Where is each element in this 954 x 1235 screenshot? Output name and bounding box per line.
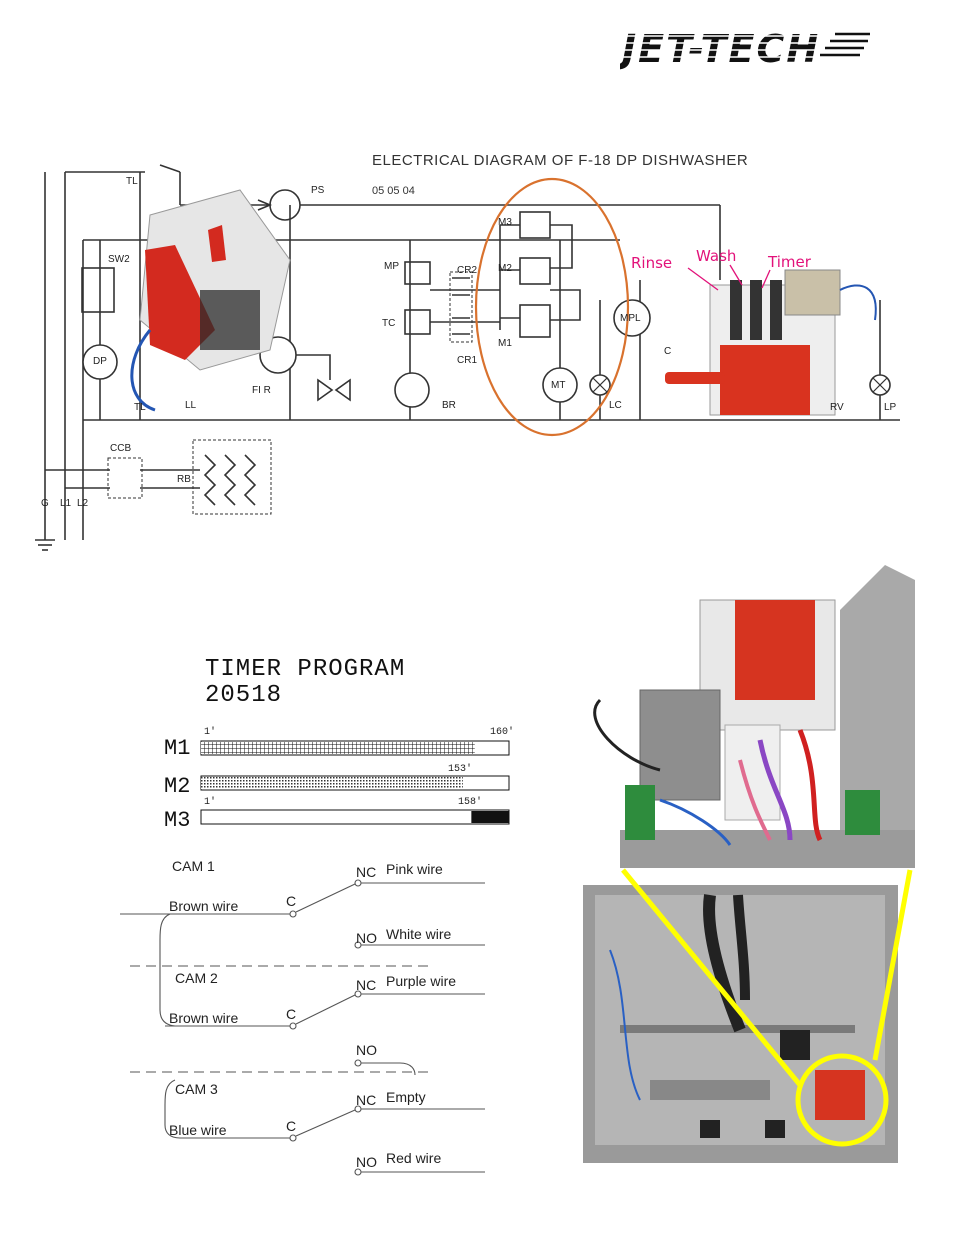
label-m1: M1 xyxy=(498,338,512,349)
label-lc: LC xyxy=(609,400,622,411)
label-l2: L2 xyxy=(77,498,89,509)
boiler-heater-symbol xyxy=(394,372,430,408)
label-tc: TC xyxy=(382,318,396,329)
label-sw2: SW2 xyxy=(108,254,130,265)
timer-row-m2-on-bar xyxy=(201,777,463,789)
label-br: BR xyxy=(442,400,456,411)
label-ll: LL xyxy=(185,400,197,411)
cam1-nc-wire: Pink wire xyxy=(386,861,443,877)
cam1-title: CAM 1 xyxy=(172,858,215,874)
label-mt: MT xyxy=(551,380,566,391)
label-cr1: CR1 xyxy=(457,355,478,366)
label-rv: RV xyxy=(830,402,844,413)
cam2-nc-wire: Purple wire xyxy=(386,973,457,989)
timer-row-m3-on-bar xyxy=(471,811,509,823)
logo-wordmark: JET-TECH xyxy=(620,27,820,71)
timer-row-m1-on-bar xyxy=(201,742,475,754)
control-box-photo xyxy=(583,885,898,1163)
cam1-no-wire: White wire xyxy=(386,926,452,942)
m1-end-label: 160' xyxy=(490,727,515,738)
label-fi-r: FI R xyxy=(252,385,271,396)
label-c: C xyxy=(664,346,672,357)
label-g: G xyxy=(41,498,49,509)
m2-end-label: 153' xyxy=(448,764,473,775)
label-dp: DP xyxy=(93,356,107,367)
label-cr2: CR2 xyxy=(457,265,478,276)
cam3-no-wire: Red wire xyxy=(386,1150,442,1166)
timer-closeup-photo xyxy=(591,565,921,870)
timer-program-number: 20518 xyxy=(205,682,283,709)
timer-program-heading: TIMER PROGRAM 20518 xyxy=(205,657,405,709)
timer-motor-symbol xyxy=(542,367,578,403)
cam2-common: C xyxy=(286,1006,297,1022)
timer-location-highlight xyxy=(795,1053,889,1147)
timer-relays-highlight xyxy=(474,177,630,437)
cam1-nc: NC xyxy=(356,864,377,880)
diagram-date: 05 05 04 xyxy=(372,185,415,197)
cam-timer-photo xyxy=(665,269,877,416)
label-m2: M2 xyxy=(498,263,512,274)
cam1-no: NO xyxy=(356,930,377,946)
row-label-m3: M3 xyxy=(164,808,191,833)
label-ps: PS xyxy=(311,185,325,196)
cam3-title: CAM 3 xyxy=(175,1081,218,1097)
diagram-title: ELECTRICAL DIAGRAM OF F-18 DP DISHWASHER xyxy=(372,152,749,169)
label-tl: TL xyxy=(126,176,138,187)
m3-start-label: 1' xyxy=(204,797,217,808)
cam3-no: NO xyxy=(356,1154,377,1170)
cam1-input-wire: Brown wire xyxy=(169,898,239,914)
cam1-common: C xyxy=(286,893,297,909)
cam3-nc-wire: Empty xyxy=(386,1089,426,1105)
mpl-motor-symbol xyxy=(613,299,651,337)
dp-pump-symbol xyxy=(82,344,118,380)
m3-end-label: 158' xyxy=(458,797,483,808)
cam3-common: C xyxy=(286,1118,297,1134)
row-label-m2: M2 xyxy=(164,774,191,799)
cam3-input-wire: Blue wire xyxy=(169,1122,227,1138)
timer-motor-photo xyxy=(130,189,291,412)
label-m3: M3 xyxy=(498,217,512,228)
label-l1: L1 xyxy=(60,498,72,509)
label-tl-2: TL xyxy=(134,402,146,413)
timer-program-title: TIMER PROGRAM xyxy=(205,656,406,683)
cam2-title: CAM 2 xyxy=(175,970,218,986)
label-ccb: CCB xyxy=(110,443,132,454)
callout-rinse: Rinse xyxy=(631,254,673,272)
callout-wash: Wash xyxy=(696,247,737,265)
callout-timer: Timer xyxy=(768,253,811,271)
cam2-nc: NC xyxy=(356,977,377,993)
label-rb: RB xyxy=(177,474,191,485)
cam3-nc: NC xyxy=(356,1092,377,1108)
label-mpl: MPL xyxy=(620,313,641,324)
cam2-no: NO xyxy=(356,1042,377,1058)
m1-start-label: 1' xyxy=(204,727,217,738)
label-lp: LP xyxy=(884,402,897,413)
row-label-m1: M1 xyxy=(164,736,191,761)
jet-tech-logo: JET-TECH xyxy=(620,22,870,72)
cam2-input-wire: Brown wire xyxy=(169,1010,239,1026)
label-mp: MP xyxy=(384,261,399,272)
